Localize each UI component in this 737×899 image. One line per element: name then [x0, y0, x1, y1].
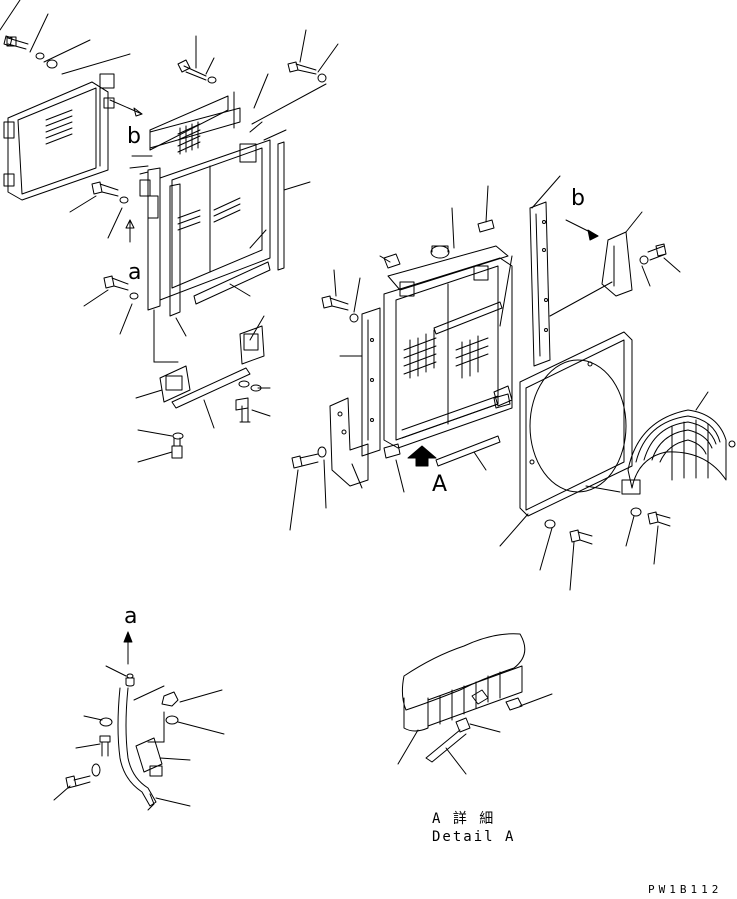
detail-caption-english: Detail A	[432, 829, 516, 845]
callout-b-right: b	[571, 186, 585, 211]
top-left-bolts	[0, 0, 130, 74]
main-radiator-bracket-left	[330, 398, 368, 486]
oil-cooler-assembly	[4, 74, 142, 200]
left-panel-mesh	[178, 122, 240, 230]
radiator-fins-bottom	[402, 396, 498, 438]
corner-bracket	[566, 212, 680, 296]
detail-caption-japanese: A 詳 細	[432, 811, 496, 827]
left-panel-leader-lines	[102, 36, 310, 336]
fan-guard	[622, 392, 735, 494]
main-radiator-leaders	[340, 186, 512, 492]
vertical-brace	[530, 176, 612, 366]
callout-b-left: b	[127, 124, 141, 149]
detail-A-view	[398, 634, 552, 774]
drawing-code: PW1B112	[648, 883, 723, 896]
callout-A-view: A	[432, 472, 448, 497]
top-center-bolts	[252, 30, 338, 124]
wing-bolt	[178, 60, 216, 83]
main-radiator-bolts	[290, 270, 360, 530]
callout-a-left: a	[128, 260, 142, 285]
rubber-pads	[384, 220, 510, 458]
drain-pipe-assembly	[54, 632, 224, 810]
shroud-bolts	[500, 508, 670, 590]
left-bolts	[70, 182, 138, 334]
lower-left-brackets	[136, 310, 270, 462]
main-radiator-side-bar	[362, 308, 380, 456]
view-arrow-A[interactable]	[408, 446, 436, 466]
main-radiator	[384, 246, 512, 466]
cooler-fins	[46, 110, 72, 144]
left-radiator-panel	[140, 92, 284, 316]
fan-shroud	[520, 332, 632, 516]
main-radiator-core-grid	[404, 330, 488, 378]
callout-a-bottom: a	[124, 604, 138, 629]
